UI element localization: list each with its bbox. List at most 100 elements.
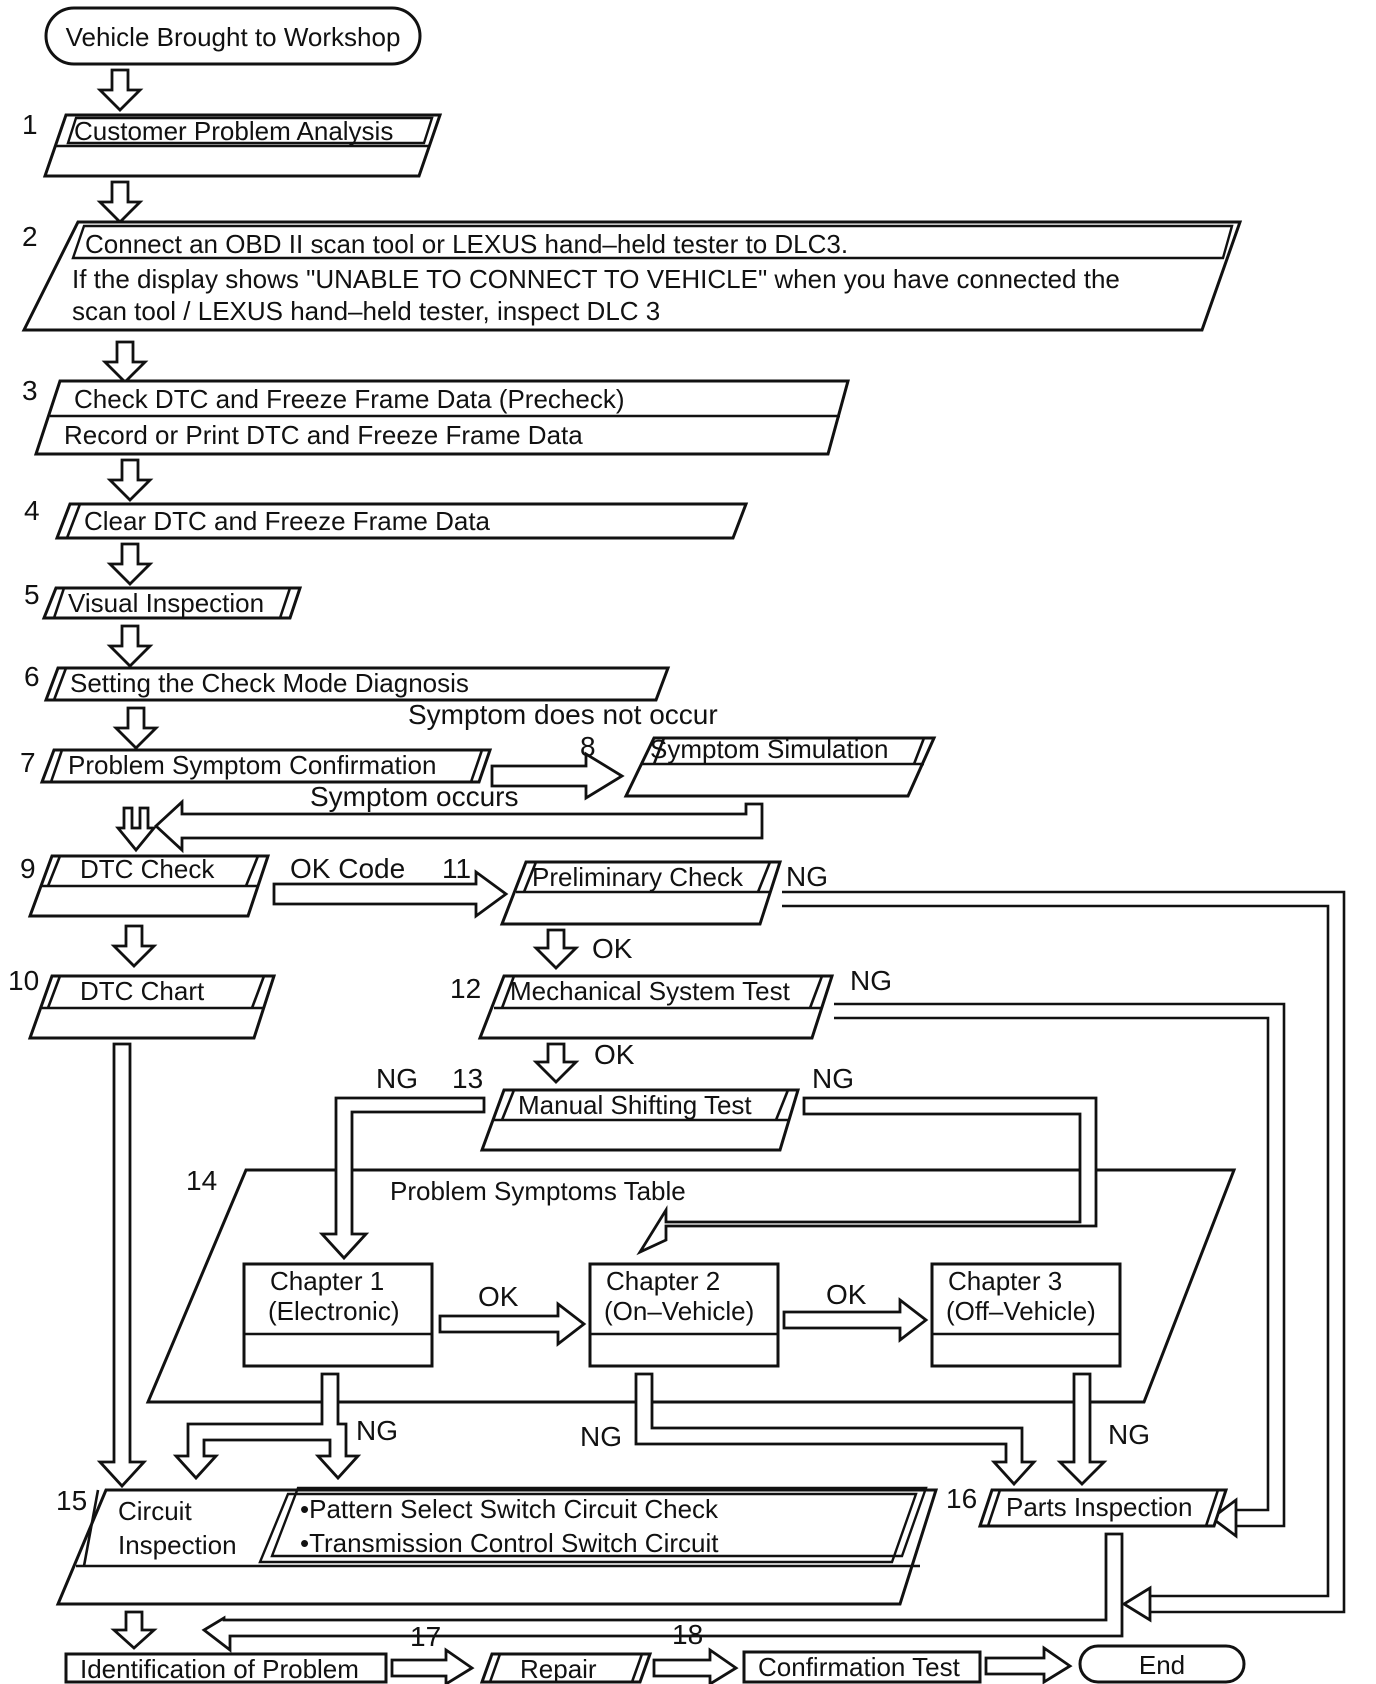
step10-edge2	[250, 975, 266, 1009]
chapter2-line1: Chapter 2	[606, 1266, 720, 1296]
step8-number: 8	[580, 731, 596, 762]
arrow-9-to-11	[272, 869, 509, 919]
arrow-3-to-4	[106, 458, 154, 502]
end-terminal	[1078, 1644, 1246, 1684]
arrow-ch1-to-ch2	[438, 1301, 587, 1347]
step9-edge2	[244, 855, 260, 887]
label-ok-13: OK	[594, 1039, 635, 1070]
step11-edge2	[756, 861, 772, 893]
arrow-5-to-6	[106, 624, 154, 668]
step15-line2: Inspection	[118, 1530, 237, 1560]
start-label: Vehicle Brought to Workshop	[66, 22, 401, 52]
step6-box	[43, 666, 671, 702]
arrow-7-to-8	[490, 751, 625, 801]
repair-edge2	[630, 1653, 644, 1683]
step3-line1: Check DTC and Freeze Frame Data (Prechec…	[74, 384, 625, 414]
step16-number: 16	[946, 1483, 977, 1514]
step8-label: Symptom Simulation	[650, 734, 888, 764]
label-ng-ch1: NG	[356, 1415, 398, 1446]
start-terminal	[44, 6, 422, 66]
arrow-9-to-10	[110, 924, 158, 968]
arrow-repair-to-confirm	[652, 1647, 739, 1684]
chapter3-line2: (Off–Vehicle)	[946, 1296, 1096, 1326]
step11-number: 11	[442, 853, 471, 884]
step12-edge2	[808, 975, 824, 1009]
step6-label: Setting the Check Mode Diagnosis	[70, 668, 469, 698]
step6-number: 6	[24, 661, 40, 692]
step15-item2: •Transmission Control Switch Circuit	[300, 1528, 719, 1558]
step13-number: 13	[452, 1063, 483, 1094]
label-ng-13-left: NG	[376, 1063, 418, 1094]
step4-number: 4	[24, 495, 40, 526]
step1-label: Customer Problem Analysis	[74, 116, 393, 146]
step13-edge	[500, 1089, 516, 1121]
label-ng-ch2: NG	[580, 1421, 622, 1452]
step13-edge2	[774, 1089, 790, 1121]
arrow-2-to-3	[101, 340, 149, 384]
step8-edge	[652, 737, 666, 765]
step7-label: Problem Symptom Confirmation	[68, 750, 436, 780]
step15-items-box	[258, 1492, 918, 1564]
step10-edge	[46, 975, 62, 1009]
chapter3-box	[930, 1262, 1122, 1368]
step11-label: Preliminary Check	[532, 862, 744, 892]
arrow-15-to-id	[110, 1610, 158, 1650]
step14-label: Problem Symptoms Table	[390, 1176, 686, 1206]
arrow-id-to-repair	[390, 1647, 475, 1684]
step16-edge	[986, 1489, 1002, 1527]
arrow-confirm-to-end	[984, 1645, 1073, 1684]
step7-edge2	[469, 749, 484, 783]
chapter1-box	[242, 1262, 434, 1368]
step1-number: 1	[22, 109, 38, 140]
line-11-ng-inner	[782, 904, 1330, 1598]
step5-number: 5	[24, 579, 40, 610]
arrow-ch2-ng	[634, 1372, 1038, 1487]
step6-edge	[52, 667, 68, 701]
step3-box	[33, 379, 850, 456]
step2-number: 2	[22, 221, 38, 252]
line-12-ng-inner	[834, 1016, 1270, 1512]
label-symptom-occurs: Symptom occurs	[310, 781, 519, 812]
step4-label: Clear DTC and Freeze Frame Data	[84, 506, 491, 536]
line-11-ng	[782, 890, 1346, 1614]
step7-edge	[49, 749, 64, 783]
step16-label: Parts Inspection	[1006, 1492, 1192, 1522]
step3-line2: Record or Print DTC and Freeze Frame Dat…	[64, 420, 583, 450]
arrow-16-to-id	[201, 1532, 1124, 1653]
step5-label: Visual Inspection	[68, 588, 264, 618]
arrow-ch2-to-ch3	[782, 1297, 929, 1343]
chapter3-line1: Chapter 3	[948, 1266, 1062, 1296]
step9-label: DTC Check	[80, 854, 215, 884]
repair-box	[479, 1652, 653, 1684]
arrow-11-to-12	[532, 928, 580, 970]
chapter1-line1: Chapter 1	[270, 1266, 384, 1296]
repair-edge	[488, 1653, 502, 1683]
step2-line1: Connect an OBD II scan tool or LEXUS han…	[85, 229, 848, 259]
label-ng-11: NG	[786, 861, 828, 892]
step9-edge	[46, 855, 62, 887]
arrow-8-return	[153, 798, 764, 854]
step8-edge2	[912, 737, 926, 765]
line-12-ng	[834, 1002, 1286, 1528]
arrow-12-to-13	[532, 1042, 580, 1084]
step2-box	[21, 220, 1243, 332]
chapter2-box	[588, 1262, 780, 1368]
step17-number: 17	[410, 1621, 441, 1652]
step7-box	[39, 748, 493, 784]
step16-box	[977, 1488, 1229, 1528]
identification-label: Identification of Problem	[80, 1654, 359, 1684]
arrow-start-to-1	[96, 68, 144, 112]
arrow-4-to-5	[106, 542, 154, 586]
arrow-ch1-ng	[172, 1372, 362, 1481]
arrow-13-ng-to-ch2	[636, 1096, 1098, 1256]
arrowhead-12-ng	[1209, 1497, 1238, 1539]
chapter1-line2: (Electronic)	[268, 1296, 399, 1326]
step13-label: Manual Shifting Test	[518, 1090, 752, 1120]
step11-edge	[522, 861, 538, 893]
step2-inner	[71, 224, 1234, 260]
label-ng-12: NG	[850, 965, 892, 996]
step3-number: 3	[22, 375, 38, 406]
step16-edge2	[1204, 1489, 1220, 1527]
arrow-7-to-9	[115, 806, 157, 853]
label-ok-12: OK	[592, 933, 633, 964]
